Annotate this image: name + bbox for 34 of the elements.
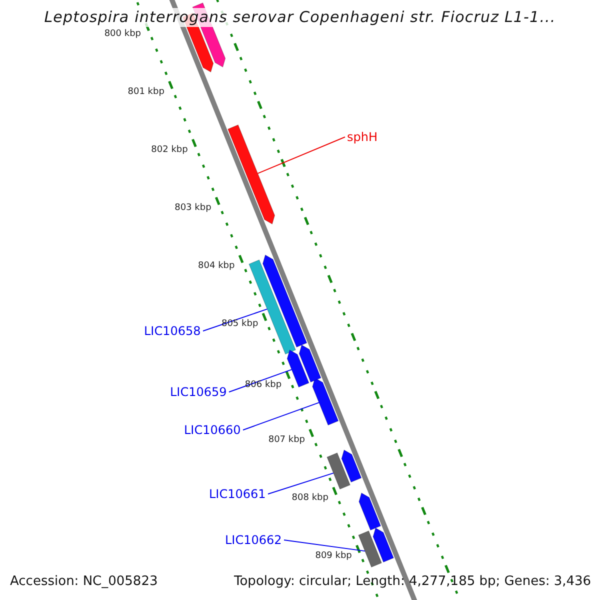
scale-label: 809 kbp: [315, 552, 352, 562]
scale-label: 803 kbp: [174, 204, 212, 214]
gene-feature: [228, 124, 276, 224]
gene-feature: [298, 344, 322, 382]
accession-text: Accession: NC_005823: [10, 575, 158, 590]
leader-line: [284, 540, 366, 552]
scale-label: 807 kbp: [268, 436, 306, 446]
scale-label: 801 kbp: [128, 88, 164, 98]
leader-line: [202, 308, 268, 332]
leader-line: [268, 472, 334, 494]
gene-feature: [312, 378, 339, 426]
scale-label: 806 kbp: [244, 381, 282, 391]
scale-label: 802 kbp: [151, 146, 188, 156]
leader-line: [257, 136, 346, 174]
gene-label: LIC10662: [225, 534, 282, 547]
gene-label: LIC10660: [184, 424, 241, 437]
gene-label: LIC10659: [170, 386, 227, 399]
leader-line: [242, 402, 320, 430]
gene-feature: [358, 492, 382, 530]
scale-label: 808 kbp: [292, 494, 328, 504]
gene-feature: [372, 528, 394, 562]
leader-line: [228, 369, 292, 392]
scale-label: 800 kbp: [104, 30, 141, 40]
gene-block: [326, 452, 350, 490]
gene-label: LIC10658: [144, 324, 201, 338]
scale-label: 805 kbp: [221, 320, 258, 330]
scale-label: 804 kbp: [198, 262, 235, 272]
gene-feature: [286, 350, 310, 388]
genome-summary: Topology: circular; Length: 4,277,185 bp; Genes: 3,436: [234, 575, 592, 590]
gene-label: LIC10661: [209, 488, 266, 501]
gene-block: [358, 530, 382, 568]
gene-feature: [262, 254, 308, 348]
gene-feature: [341, 450, 362, 482]
gene-label: sphH: [347, 130, 378, 144]
